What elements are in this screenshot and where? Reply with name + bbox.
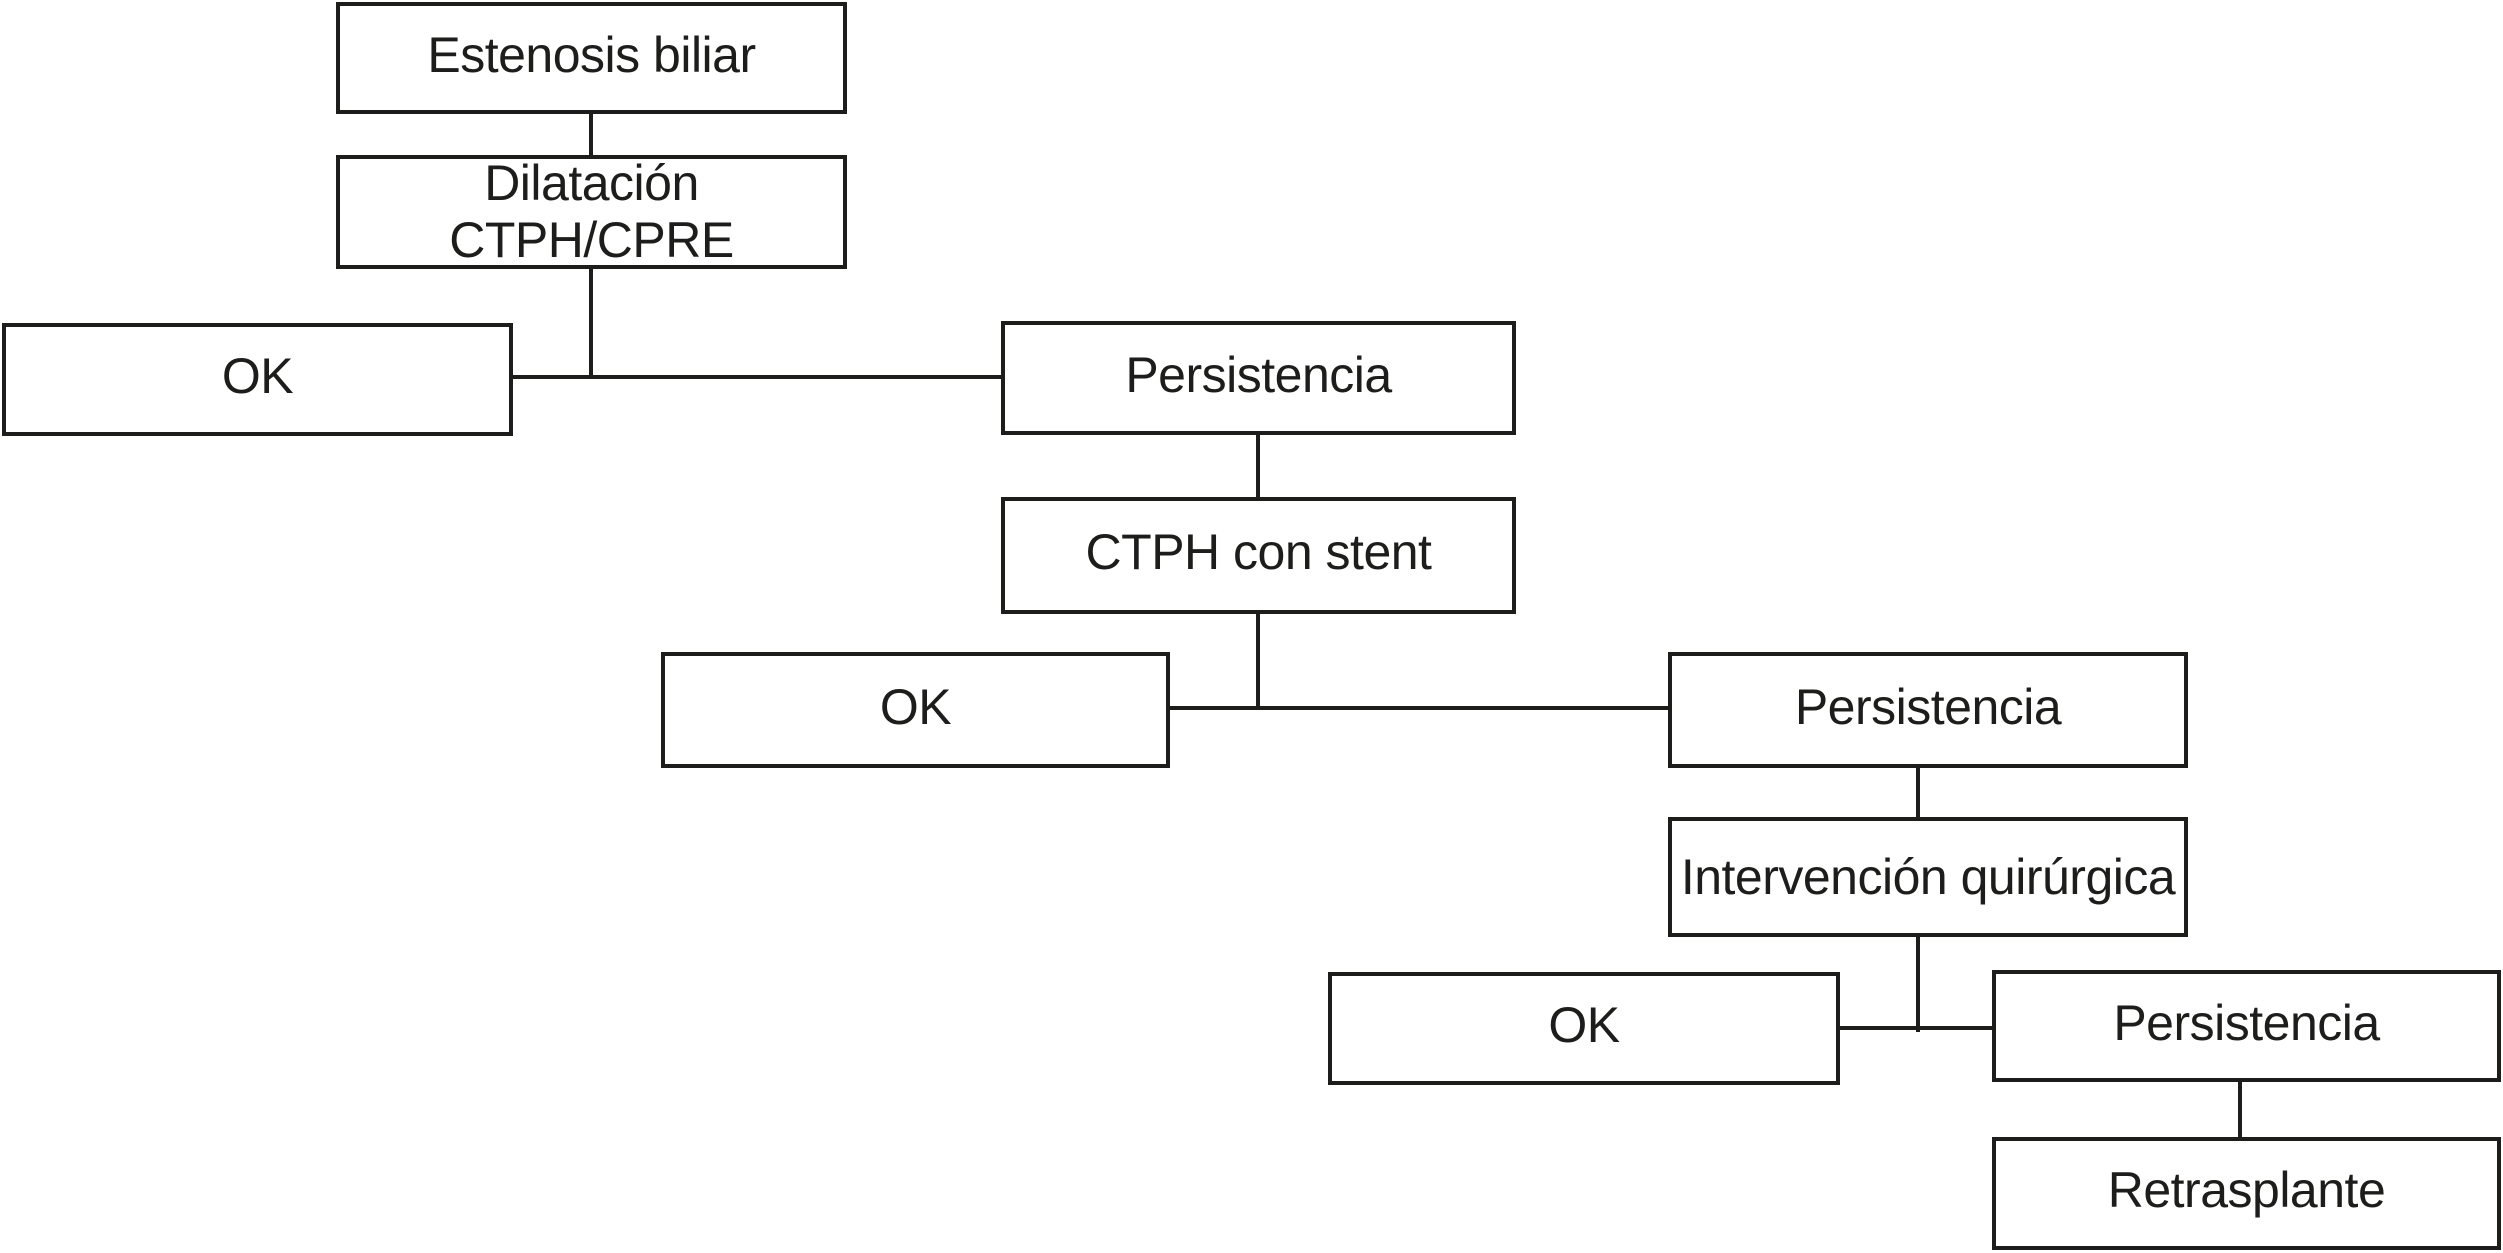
node-persistencia-level-1: Persistencia bbox=[1001, 321, 1516, 435]
connector-dilatacion-drop bbox=[589, 267, 593, 379]
connector-persistencia1-ctph bbox=[1256, 433, 1260, 501]
node-persistencia-level-2: Persistencia bbox=[1668, 652, 2188, 768]
node-dilatacion-ctph-cpre: Dilatación CTPH/CPRE bbox=[336, 155, 847, 269]
connector-rail-ok3-persistencia3 bbox=[1836, 1026, 1996, 1030]
connector-rail-ok1-persistencia1 bbox=[509, 375, 1005, 379]
node-persistencia-level-3: Persistencia bbox=[1992, 970, 2501, 1082]
node-ok-level-2: OK bbox=[661, 652, 1170, 768]
node-intervencion-quirurgica: Intervención quirúrgica bbox=[1668, 817, 2188, 937]
connector-intervencion-drop bbox=[1916, 935, 1920, 1032]
connector-ctph-drop bbox=[1256, 612, 1260, 708]
connector-persistencia3-retrasplante bbox=[2238, 1078, 2242, 1141]
node-ok-level-3: OK bbox=[1328, 972, 1840, 1085]
node-retrasplante: Retrasplante bbox=[1992, 1137, 2501, 1250]
node-estenosis-biliar: Estenosis biliar bbox=[336, 2, 847, 114]
connector-rail-ok2-persistencia2 bbox=[1166, 706, 1672, 710]
connector-persistencia2-intervencion bbox=[1916, 766, 1920, 821]
node-ctph-con-stent: CTPH con stent bbox=[1001, 497, 1516, 614]
connector-estenosis-dilatacion bbox=[589, 110, 593, 159]
node-ok-level-1: OK bbox=[2, 323, 513, 436]
